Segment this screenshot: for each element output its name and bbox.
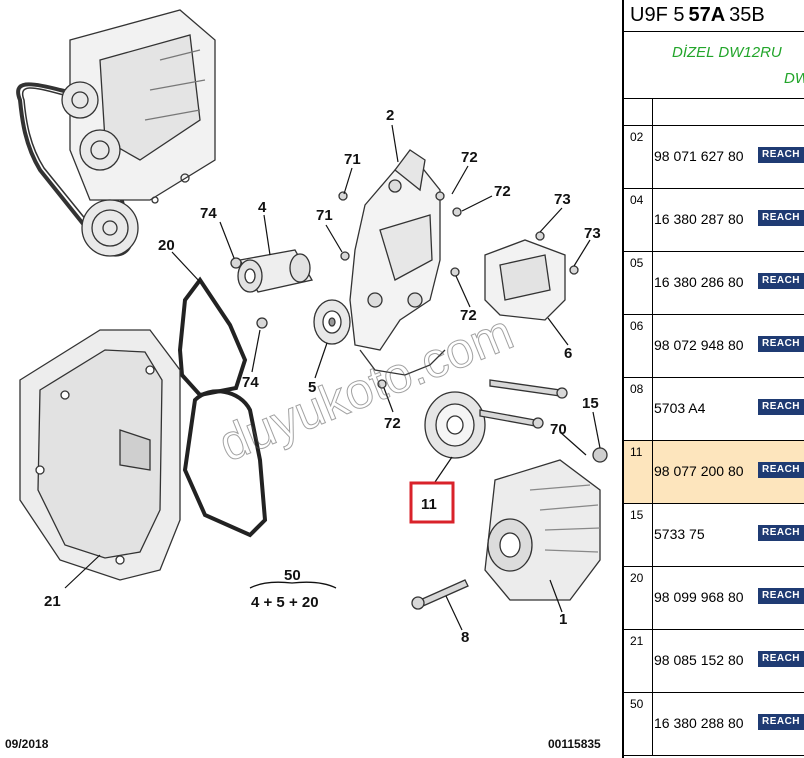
leader-lines [64,124,601,631]
part-ref: 21 [630,634,644,648]
part-number[interactable]: 98 072 948 80 [654,337,744,353]
part-ref: 08 [630,382,644,396]
part-ref: 04 [630,193,644,207]
column-divider [652,252,653,314]
ref-prefix: U9F 5 [630,4,685,26]
overview-illustration [16,9,216,257]
part-number[interactable]: 16 380 286 80 [654,274,744,290]
date-label: 09/2018 [5,737,49,751]
part-number[interactable]: 5703 A4 [654,400,706,416]
alternator-1 [484,447,608,601]
column-header [624,99,804,126]
part-ref: 05 [630,256,644,270]
callout-1: 1 [559,611,567,628]
column-divider [652,441,653,503]
callout-73b: 73 [584,225,601,242]
column-divider [652,567,653,629]
accessory-bracket [349,149,446,376]
callout-70: 70 [550,421,567,438]
part-row[interactable]: 02 98 071 627 80 REACH [624,126,804,189]
part-ref: 50 [630,697,644,711]
part-number[interactable]: 5733 75 [654,526,705,542]
callout-73a: 73 [554,191,571,208]
part-ref: 02 [630,130,644,144]
reach-badge: REACH [758,714,804,730]
part-ref: 20 [630,571,644,585]
part-row[interactable]: 21 98 085 152 80 REACH [624,630,804,693]
kit-number: 50 [284,567,301,584]
reach-badge: REACH [758,651,804,667]
ref-bold: 57A [688,4,726,26]
reach-badge: REACH [758,399,804,415]
part-number[interactable]: 98 085 152 80 [654,652,744,668]
column-divider [652,630,653,692]
pulley-11 [424,391,486,459]
part-row[interactable]: 15 5733 75 REACH [624,504,804,567]
part-row[interactable]: 05 16 380 286 80 REACH [624,252,804,315]
doc-number: 00115835 [548,737,601,751]
belt-20 [177,276,268,538]
callout-72c: 72 [460,307,477,324]
part-ref: 15 [630,508,644,522]
timing-cover-21 [19,329,181,581]
exploded-parts-diagram: 2 71 72 72 74 4 71 73 73 20 6 72 5 74 72… [16,9,608,646]
part-number[interactable]: 98 071 627 80 [654,148,744,164]
column-divider [652,378,653,440]
callout-21: 21 [44,593,61,610]
part-ref: 06 [630,319,644,333]
reach-badge: REACH [758,210,804,226]
reach-badge: REACH [758,525,804,541]
column-divider [652,315,653,377]
reach-badge: REACH [758,147,804,163]
parts-table: U9F 5 57A 35B DİZEL DW12RU DW 02 98 071 6… [622,0,804,758]
engine-line-1: DİZEL DW12RU [672,44,782,61]
part-number[interactable]: 16 380 288 80 [654,715,744,731]
kit-formula: 50 4 + 5 + 20 [249,567,337,611]
callout-74b: 74 [242,374,259,391]
kit-formula-text: 4 + 5 + 20 [251,594,319,611]
reach-badge: REACH [758,273,804,289]
column-divider [652,126,653,188]
callout-72a: 72 [461,149,478,166]
part-number[interactable]: 98 099 968 80 [654,589,744,605]
callout-labels: 2 71 72 72 74 4 71 73 73 20 6 72 5 74 72… [44,107,601,646]
callout-72d: 72 [384,415,401,432]
ref-suffix: 35B [729,4,765,26]
callout-2: 2 [386,107,394,124]
column-divider [652,693,653,755]
part-row[interactable]: 20 98 099 968 80 REACH [624,567,804,630]
engine-row: DİZEL DW12RU DW [624,32,804,99]
callout-15: 15 [582,395,599,412]
part-ref: 11 [630,445,643,459]
callout-72b: 72 [494,183,511,200]
pulley-5 [313,299,351,345]
callout-20: 20 [158,237,175,254]
reference-header: U9F 5 57A 35B [624,0,804,32]
callout-8: 8 [461,629,469,646]
part-row[interactable]: 50 16 380 288 80 REACH [624,693,804,756]
bracket-6 [484,239,566,321]
reach-badge: REACH [758,336,804,352]
callout-5: 5 [308,379,316,396]
part-row[interactable]: 06 98 072 948 80 REACH [624,315,804,378]
part-row[interactable]: 04 16 380 287 80 REACH [624,189,804,252]
part-number[interactable]: 16 380 287 80 [654,211,744,227]
part-row[interactable]: 08 5703 A4 REACH [624,378,804,441]
callout-4: 4 [258,199,267,216]
callout-6: 6 [564,345,572,362]
callout-74a: 74 [200,205,217,222]
engine-line-2: DW [784,70,804,87]
bolts [230,191,579,610]
part-number[interactable]: 98 077 200 80 [654,463,744,479]
column-divider [652,189,653,251]
reach-badge: REACH [758,462,804,478]
callout-71a: 71 [344,151,361,168]
part-row[interactable]: 11 98 077 200 80 REACH [624,441,804,504]
callout-71b: 71 [316,207,333,224]
reach-badge: REACH [758,588,804,604]
callout-11: 11 [421,496,437,513]
tensioner-4 [237,249,313,293]
highlight-box-11 [409,481,455,524]
column-divider [652,504,653,566]
